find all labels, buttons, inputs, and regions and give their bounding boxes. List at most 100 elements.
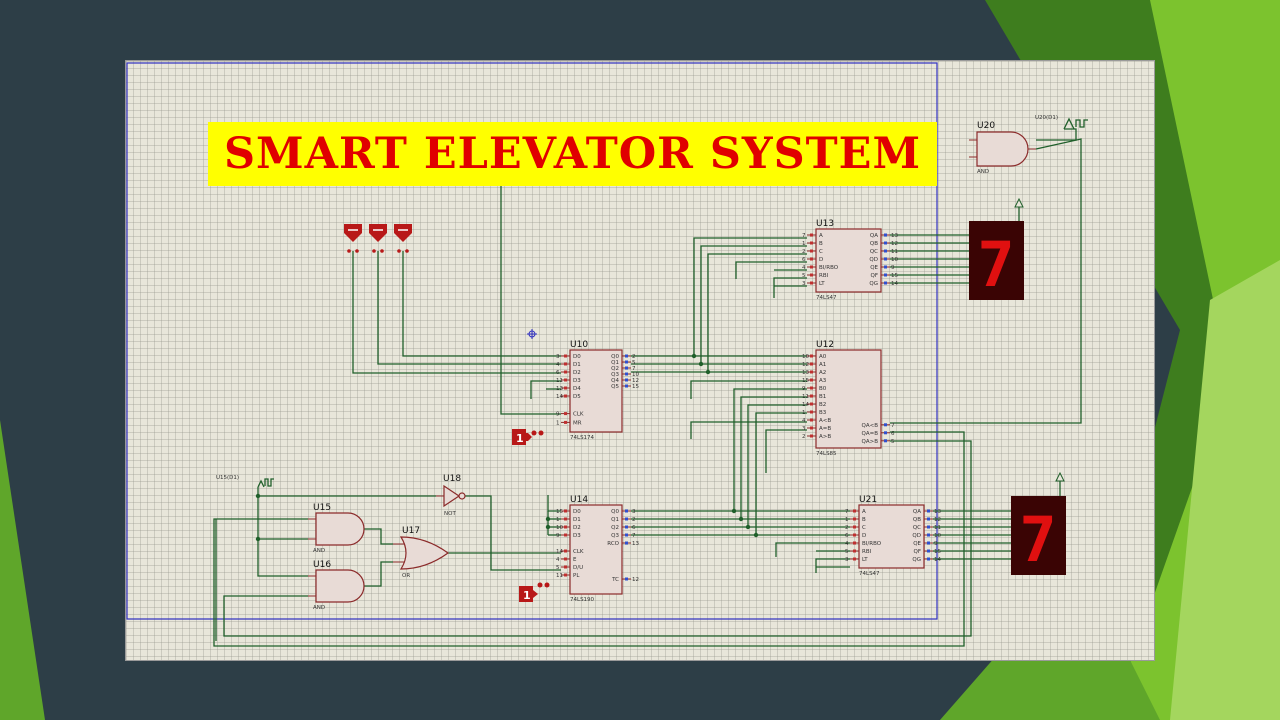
ic-u13-pnum-right: 13 [891, 233, 898, 239]
ic-u10-pin-right: Q5 [611, 384, 619, 390]
ic-u21-pnum-right: 12 [934, 517, 941, 523]
ic-u13-pin-left: RBI [819, 273, 829, 279]
ic-u21-pin-left: D [862, 533, 866, 539]
ic-u10-pin-right: Q1 [611, 360, 619, 366]
ic-u12-pin-left: A<B [819, 418, 831, 424]
ic-u21-pnum-right: 10 [934, 533, 941, 539]
clock-source-u15[interactable]: U15(D1) [216, 475, 274, 488]
ic-u12-pnum-left: 12 [802, 362, 809, 368]
ic-u12-pin-left: A0 [819, 354, 827, 360]
ic-u13-pnum-left: 7 [802, 233, 806, 239]
ic-u10-pnum-right: 5 [632, 360, 636, 366]
ic-u10-pin-left: D1 [573, 362, 581, 368]
ic-u13-pnum-right: 10 [891, 257, 898, 263]
ic-u10-pnum-right: 7 [632, 366, 636, 372]
ic-u12-pin-left: A=B [819, 426, 831, 432]
ic-u10-pnum-left: 6 [556, 370, 560, 376]
push-button-2[interactable] [369, 224, 387, 253]
ic-u14-pnum-left: 15 [556, 509, 563, 515]
probe-top [1014, 197, 1024, 221]
ic-u12-pin-left: A3 [819, 378, 827, 384]
origin-marker [527, 329, 537, 339]
ic-u13-pnum-right: 11 [891, 249, 898, 255]
push-button-1[interactable] [344, 224, 362, 253]
gate-u20-ref: U20 [977, 121, 995, 131]
ic-u21-pin-right: QA [913, 509, 921, 515]
ic-u10-pnum-left: 11 [556, 378, 563, 384]
ic-u12-ref: U12 [816, 340, 834, 350]
accent-light-green-shape [1170, 260, 1280, 720]
ic-u13-pin-right: QE [870, 265, 878, 271]
ic-u13-pnum-right: 15 [891, 273, 898, 279]
ic-u10[interactable]: U1074LS174D03D14D26D311D413D514CLK9MR1Q0… [556, 340, 639, 441]
ic-u12-pin-right: QA<B [862, 423, 879, 429]
logic-state-1[interactable]: 1 [512, 429, 544, 445]
ic-u10-pnum-right: 10 [632, 372, 639, 378]
ic-u13-pin-left: BI/RBO [819, 265, 839, 271]
ic-u12-part: 74LS85 [816, 451, 837, 457]
ic-u14-pnum-left: 4 [556, 557, 560, 563]
gate-u20[interactable]: U20 AND [969, 121, 1036, 175]
ic-u10-pin-left: D0 [573, 354, 581, 360]
ic-u12[interactable]: U1274LS85A010A112A213A315B09B111B214B31A… [802, 340, 895, 457]
sheet-border-frame [126, 62, 938, 620]
ic-u10-pnum-left: 14 [556, 394, 563, 400]
ic-u14-pnum-right: 2 [632, 517, 636, 523]
ic-u14-pnum-left: 9 [556, 533, 560, 539]
ic-u12-pin-right: QA>B [862, 439, 879, 445]
ic-u10-pin-right: Q4 [611, 378, 619, 384]
gate-u18-type: NOT [444, 511, 456, 517]
ic-u21-pin-left: LT [862, 557, 868, 563]
ic-u10-pin-left: MR [573, 420, 582, 426]
ic-u14-pin-left: CLK [573, 549, 584, 555]
ic-u14-pin-right: Q1 [611, 517, 619, 523]
ic-u21-pnum-left: 2 [845, 525, 849, 531]
ic-u14[interactable]: U1474LS190D015D11D210D39CLK14E4D/U5PL11Q… [556, 495, 639, 603]
ic-u21-pin-right: QE [913, 541, 921, 547]
ic-u21-pnum-right: 13 [934, 509, 941, 515]
gate-u15[interactable]: U15 AND [308, 503, 365, 554]
ic-u13-pnum-left: 4 [802, 265, 806, 271]
ic-u10-pin-right: Q0 [611, 354, 619, 360]
ic-u13-pnum-right: 12 [891, 241, 898, 247]
push-buttons[interactable] [344, 224, 412, 253]
ic-u14-pin-right: TC [611, 577, 619, 583]
ic-u21-pin-right: QC [913, 525, 921, 531]
seven-segment-display-top: 7 [969, 221, 1024, 301]
ic-u12-pnum-left: 2 [802, 434, 806, 440]
ic-u13-pnum-right: 14 [891, 281, 898, 287]
ic-u14-pin-left: E [573, 557, 577, 563]
gate-u18[interactable]: U18 NOT [436, 474, 466, 517]
ic-u10-pnum-left: 1 [556, 420, 560, 426]
logic-state-2[interactable]: 1 [519, 582, 550, 603]
ic-u12-pnum-right: 6 [891, 431, 895, 437]
ic-u12-pnum-right: 7 [891, 423, 895, 429]
ic-u12-pnum-left: 15 [802, 378, 809, 384]
ic-u13-pin-left: C [819, 249, 823, 255]
seven-segment-display-bottom: 7 [1011, 496, 1066, 576]
ic-u14-pin-left: PL [573, 573, 580, 579]
ic-u14-pin-left: D0 [573, 509, 581, 515]
wires [213, 128, 1082, 647]
ic-u21-pin-left: BI/RBO [862, 541, 882, 547]
gate-u15-ref: U15 [313, 503, 331, 513]
ic-u14-pnum-right: 3 [632, 509, 636, 515]
ic-u21-pin-left: A [862, 509, 866, 515]
ic-u12-pnum-left: 1 [802, 410, 806, 416]
ic-u21-ref: U21 [859, 495, 877, 505]
ic-u14-pin-left: D3 [573, 533, 581, 539]
clock-source-u20[interactable]: U20(D1) [1035, 115, 1088, 130]
ic-u13-pin-right: QC [870, 249, 878, 255]
ic-u10-pin-left: D3 [573, 378, 581, 384]
gate-u17[interactable]: U17 OR [393, 526, 450, 579]
ic-u10-pnum-left: 13 [556, 386, 563, 392]
ic-u12-pin-right: QA=B [862, 431, 879, 437]
gate-u16[interactable]: U16 AND [308, 560, 365, 611]
ic-u13-pnum-left: 1 [802, 241, 806, 247]
gate-u16-ref: U16 [313, 560, 331, 570]
ic-u13-pin-right: QG [869, 281, 878, 287]
push-button-3[interactable] [394, 224, 412, 253]
